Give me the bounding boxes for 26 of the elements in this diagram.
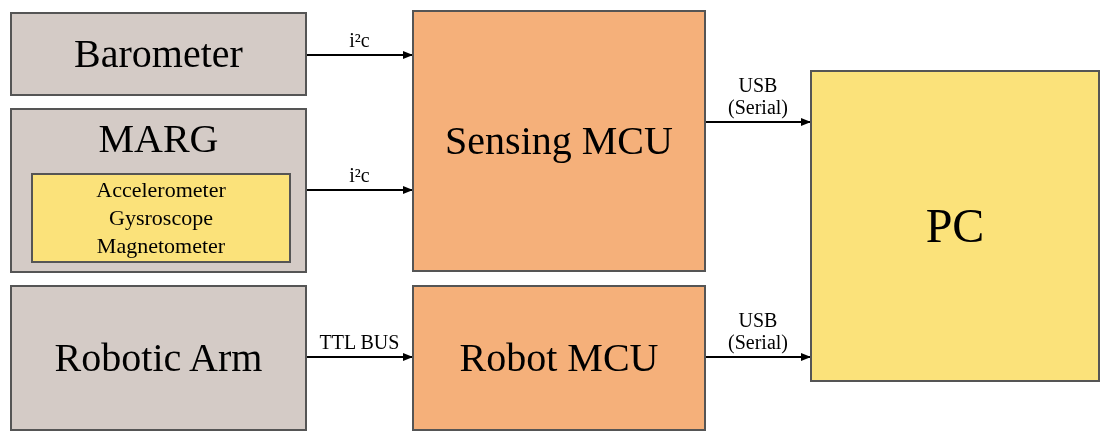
node-label: Accelerometer <box>96 176 226 204</box>
computer-box <box>810 70 1100 382</box>
node-label: MARG <box>98 115 219 163</box>
arrow <box>705 353 811 361</box>
sensor-box <box>10 108 307 273</box>
node-label: Robot MCU <box>459 334 659 382</box>
node-label: Gysroscope <box>109 204 213 232</box>
edge-label: TTL BUS <box>318 331 401 353</box>
node-label: PC <box>925 198 985 254</box>
controller-box <box>412 285 706 431</box>
arrow <box>306 186 413 194</box>
node-label: Magnetometer <box>96 232 226 260</box>
node-label: Barometer <box>74 30 243 78</box>
sensor-list-box <box>31 173 291 263</box>
arrow <box>705 118 811 126</box>
node-label: Sensing MCU <box>445 117 673 165</box>
edge-label: i²c <box>348 29 371 51</box>
node-label: Robotic Arm <box>54 334 263 382</box>
edge-label: USB (Serial) <box>727 74 789 118</box>
sensor-box <box>10 12 307 96</box>
edge-label: USB (Serial) <box>727 309 789 353</box>
device-box <box>10 285 307 431</box>
edge-label: i²c <box>348 164 371 186</box>
arrow <box>306 51 413 59</box>
controller-box <box>412 10 706 272</box>
arrow <box>306 353 413 361</box>
